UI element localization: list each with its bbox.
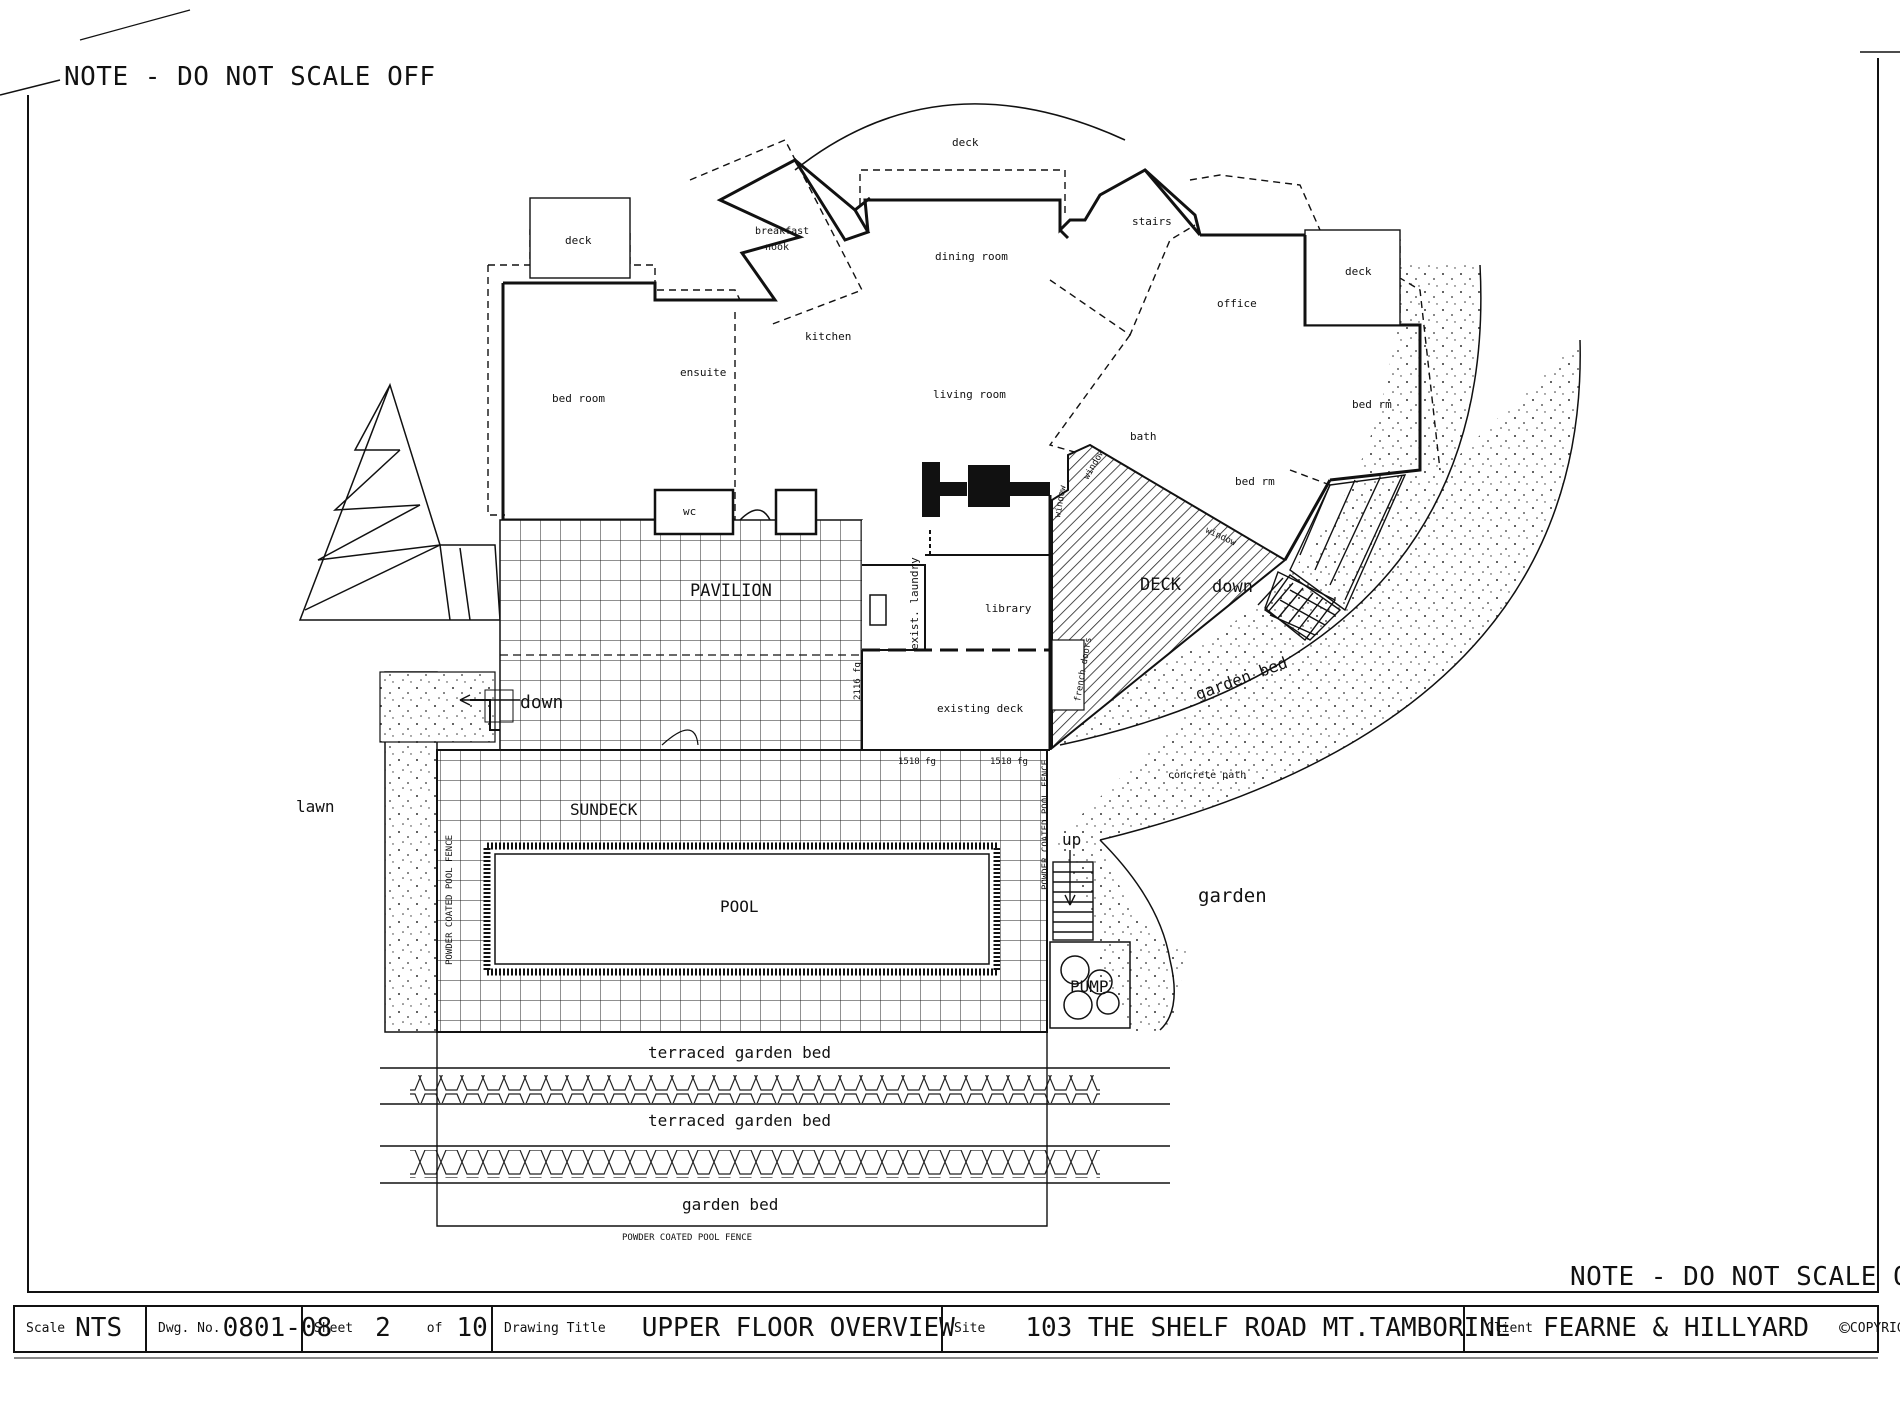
- label-pump: PUMP: [1070, 977, 1109, 996]
- house-walls: [501, 158, 1422, 561]
- title-block-client: Client FEARNE & HILLYARD © COPYRIGHT: [1486, 1306, 1900, 1350]
- label-fence-right: POWDER COATED POOL FENCE: [1041, 760, 1051, 890]
- of-label: of: [426, 1320, 443, 1336]
- label-living-room: living room: [933, 388, 1006, 401]
- label-bed-room: bed room: [552, 392, 605, 405]
- label-lawn: lawn: [296, 797, 335, 816]
- label-fence-bottom: POWDER COATED POOL FENCE: [622, 1233, 752, 1243]
- label-library: library: [985, 602, 1032, 615]
- note-bottom: NOTE - DO NOT SCALE OFF: [1570, 1262, 1900, 1292]
- room-labels: deck deck deck breakfast nook stairs din…: [296, 136, 1392, 1243]
- title-value: UPPER FLOOR OVERVIEW: [641, 1313, 955, 1343]
- deck-right-small: [1304, 229, 1401, 326]
- label-ensuite: ensuite: [680, 366, 726, 379]
- left-slope: [298, 382, 501, 621]
- client-label: Client: [1486, 1320, 1533, 1336]
- pool: [483, 842, 1001, 976]
- label-existing-deck: existing deck: [937, 702, 1023, 715]
- title-block-scale: Scale NTS: [26, 1306, 122, 1350]
- right-slope: [1264, 474, 1407, 641]
- label-deck-right: deck: [1345, 265, 1372, 278]
- label-deck-top: deck: [952, 136, 979, 149]
- label-down-deck: down: [1212, 577, 1253, 597]
- label-pavilion: PAVILION: [690, 581, 772, 601]
- scale-value: NTS: [75, 1313, 123, 1343]
- sheet-label: Sheet: [314, 1320, 354, 1336]
- label-down-left: down: [520, 692, 563, 713]
- label-garden: garden: [1198, 885, 1267, 907]
- dwg-label: Dwg. No.: [158, 1320, 221, 1336]
- curved-deck: [794, 103, 1126, 171]
- label-fg1: 1518 fg: [898, 757, 936, 767]
- label-fence-left: POWDER COATED POOL FENCE: [445, 835, 455, 965]
- deck-stairs: [1257, 571, 1337, 641]
- label-wc: wc: [683, 505, 696, 518]
- pool-stairs: [1052, 850, 1094, 941]
- label-pool: POOL: [720, 897, 759, 916]
- copyright-label: COPYRIGHT: [1849, 1320, 1900, 1336]
- copyright-icon: ©: [1839, 1317, 1850, 1339]
- sheet-value: 2: [375, 1313, 391, 1343]
- of-value: 10: [456, 1313, 488, 1343]
- label-bath: bath: [1130, 430, 1157, 443]
- label-office: office: [1217, 297, 1257, 310]
- label-sundeck: SUNDECK: [570, 800, 638, 819]
- main-deck-hatched: [1051, 443, 1287, 751]
- title-block-drawing-title: Drawing Title UPPER FLOOR OVERVIEW: [504, 1306, 955, 1350]
- label-breakfast: breakfast: [755, 226, 809, 237]
- title-block-dwg: Dwg. No. 0801-08: [158, 1306, 332, 1350]
- label-dim-2116: 2116 fg: [853, 662, 863, 700]
- deck-left-small: [529, 197, 631, 279]
- pump-enclosure: [1049, 941, 1131, 1029]
- label-terraced-2: terraced garden bed: [648, 1111, 831, 1130]
- site-value: 103 THE SHELF ROAD MT.TAMBORINE: [1025, 1313, 1511, 1343]
- fireplace: [922, 462, 1050, 517]
- terraced-beds: [380, 1032, 1170, 1227]
- note-top: NOTE - DO NOT SCALE OFF: [64, 62, 436, 92]
- label-nook: nook: [765, 242, 789, 253]
- pavilion-area: [470, 488, 863, 751]
- label-stairs: stairs: [1132, 215, 1172, 228]
- label-bed-rm-right: bed rm: [1352, 398, 1392, 411]
- label-concrete-path: concrete path: [1168, 770, 1246, 781]
- client-value: FEARNE & HILLYARD: [1542, 1313, 1810, 1343]
- title-block-sheet: Sheet 2 of 10: [314, 1306, 488, 1350]
- dashed-outlines: [487, 139, 1441, 520]
- title-label: Drawing Title: [504, 1320, 606, 1336]
- dwg-value: 0801-08: [222, 1313, 333, 1343]
- label-deck-main: DECK: [1140, 575, 1182, 595]
- title-block-frame: [13, 1305, 1879, 1359]
- label-garden-bed-bottom: garden bed: [682, 1195, 778, 1214]
- label-kitchen: kitchen: [805, 330, 851, 343]
- label-terraced-1: terraced garden bed: [648, 1043, 831, 1062]
- label-deck-left: deck: [565, 234, 592, 247]
- scale-label: Scale: [26, 1320, 66, 1336]
- label-fg2: 1518 fg: [990, 757, 1028, 767]
- label-dining-room: dining room: [935, 250, 1008, 263]
- site-label: Site: [954, 1320, 986, 1336]
- label-up: up: [1062, 830, 1081, 849]
- sheet-border: [0, 9, 1900, 1293]
- title-block-site: Site 103 THE SHELF ROAD MT.TAMBORINE: [954, 1306, 1511, 1350]
- label-bed-rm-center: bed rm: [1235, 475, 1275, 488]
- label-exist-laundry: exist. laundry: [908, 557, 921, 650]
